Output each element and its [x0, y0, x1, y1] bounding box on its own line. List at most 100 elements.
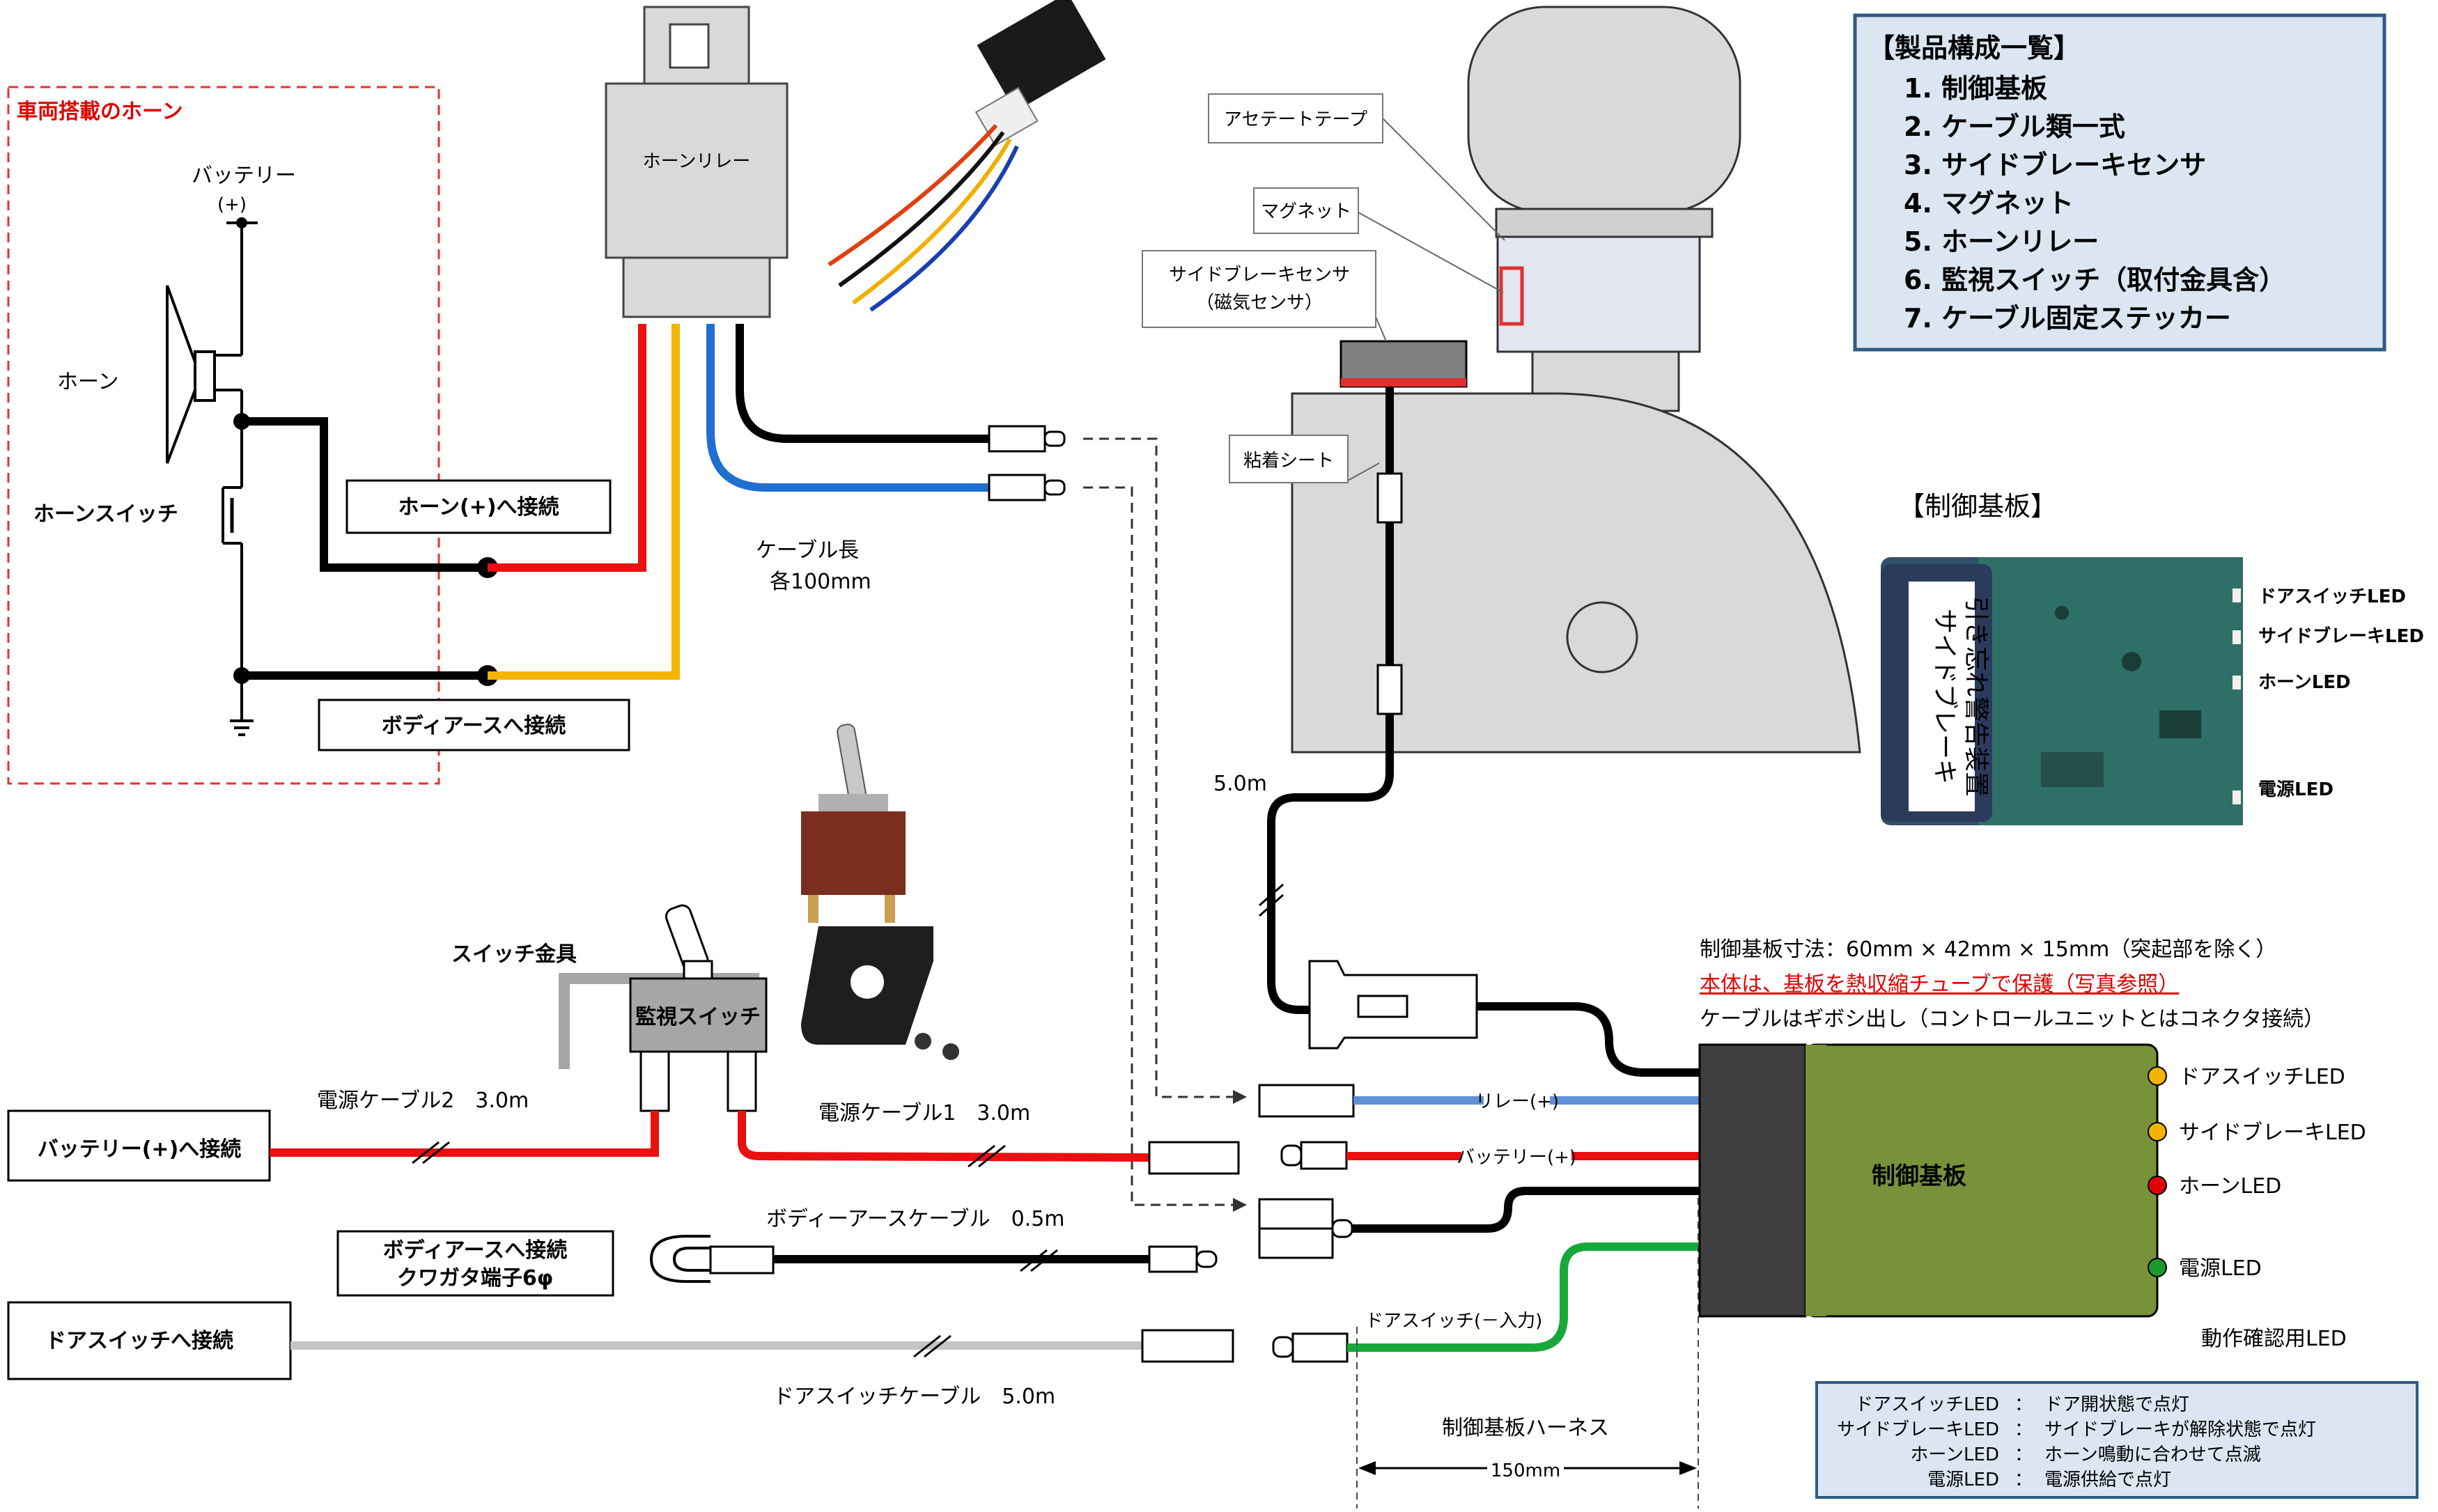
- horn-switch-label: ホーンスイッチ: [33, 502, 178, 527]
- board-led-label: ホーンLED: [2179, 1174, 2281, 1199]
- cable-break-mark: [1259, 883, 1284, 917]
- acetate-tape-label: アセテートテープ: [1224, 109, 1367, 130]
- board-led-label: サイドブレーキLED: [2179, 1121, 2366, 1145]
- board-edge-fill: [1806, 1045, 1826, 1316]
- legend-separator: ：: [2014, 1444, 2033, 1465]
- product-list-item: 6. 監視スイッチ（取付金具含）: [1904, 265, 2285, 295]
- horn-relay: [605, 6, 789, 318]
- tube-text-line1: サイドブレーキ: [1930, 609, 1959, 784]
- switch-bracket-label: スイッチ金具: [451, 942, 577, 967]
- horn-section-title: 車両搭載のホーン: [17, 100, 183, 124]
- monitor-switch: [629, 904, 768, 1112]
- legend-led-name: 電源LED: [1927, 1470, 1999, 1490]
- sensor-connector: [1308, 960, 1478, 1050]
- board-photo: [1881, 557, 2243, 825]
- body-earth-connect-text: ボディアースへ接続: [382, 714, 566, 738]
- product-list-item: 2. ケーブル類一式: [1904, 111, 2125, 142]
- horn-switch-icon: [222, 486, 242, 545]
- door-connect-box: [7, 1301, 292, 1380]
- side-brake-lever: [1291, 6, 1861, 754]
- photo-led-label: 電源LED: [2258, 779, 2334, 800]
- earth-connect-text-1: ボディアースへ接続: [383, 1238, 568, 1263]
- legend-separator: ：: [2014, 1394, 2033, 1415]
- legend-led-desc: 電源供給で点灯: [2044, 1470, 2171, 1490]
- cable-sticker: [1376, 664, 1403, 715]
- battery-connect-text: バッテリー(+)へ接続: [38, 1137, 242, 1162]
- relay-blue-connector: [988, 474, 1066, 501]
- horn-plus-black-wire: [242, 417, 488, 572]
- sensor-label-line1: サイドブレーキセンサ: [1169, 265, 1350, 286]
- battery-plus-label-bg: [1461, 1142, 1571, 1170]
- photo-led-label: ホーンLED: [2258, 672, 2351, 693]
- product-list-item: 5. ホーンリレー: [1904, 226, 2099, 257]
- cable-break-mark: [1020, 1249, 1058, 1272]
- product-list-item: 1. 制御基板: [1904, 73, 2047, 104]
- harness-length: 150mm: [1491, 1460, 1560, 1481]
- power-cable-1-wire: [738, 1111, 1150, 1162]
- product-list-box: [1853, 13, 2386, 352]
- led-caption: 動作確認用LED: [2201, 1327, 2347, 1351]
- sensor-cable: [1267, 387, 1394, 1014]
- door-cable-connector: [1141, 1329, 1234, 1363]
- board-led-icon: [2148, 1258, 2167, 1277]
- power-cable-2-label: 電源ケーブル2 3.0m: [317, 1089, 529, 1113]
- acetate-tape-box: [1208, 93, 1383, 143]
- toggle-switch-photo: [801, 724, 906, 923]
- board-led-icon: [2148, 1176, 2167, 1195]
- earth-connect-box: [336, 1230, 614, 1297]
- horn-label: ホーン: [57, 370, 119, 394]
- legend-led-name: サイドブレーキLED: [1837, 1419, 1999, 1440]
- sensor-label-line2: （磁気センサ）: [1196, 293, 1323, 313]
- photo-led-label: サイドブレーキLED: [2258, 625, 2424, 647]
- switch-bracket-photo: [801, 926, 959, 1060]
- board-led-label: ドアスイッチLED: [2179, 1065, 2345, 1089]
- harness-label: 制御基板ハーネス: [1442, 1416, 1609, 1440]
- monitor-switch-label: 監視スイッチ: [635, 1005, 761, 1029]
- cable-length-value: 各100mm: [770, 570, 871, 594]
- board-led-icon: [2148, 1122, 2167, 1141]
- horn-icon: [166, 285, 216, 464]
- adhesive-sheet-strip: [1341, 378, 1466, 387]
- tube-text-line2: 引き忘れ警告装置: [1962, 596, 1990, 797]
- battery-plus-label: (+): [217, 194, 247, 215]
- legend-led-desc: サイドブレーキが解除状態で点灯: [2044, 1419, 2316, 1440]
- sensor-cable-length: 5.0m: [1213, 772, 1267, 796]
- cable-break-mark: [412, 1141, 450, 1164]
- cable-length-label: ケーブル長: [756, 538, 859, 563]
- cable-sticker: [1376, 472, 1403, 524]
- relay-plus-label: リレー(+): [1475, 1091, 1559, 1112]
- earth-cable-connector: [1148, 1245, 1218, 1273]
- cable-break-mark: [913, 1334, 952, 1358]
- callout-lines: [1347, 118, 1505, 481]
- magnet-box: [1253, 187, 1359, 234]
- relay-black-wire: [736, 324, 989, 443]
- photo-led-label: ドアスイッチLED: [2258, 586, 2406, 607]
- horn-plus-connect-box: [345, 479, 612, 534]
- legend-separator: ：: [2014, 1470, 2033, 1490]
- led-legend-box: [1815, 1381, 2418, 1499]
- battery-connect-box: [7, 1109, 271, 1182]
- adhesive-sheet-label: 粘着シート: [1243, 451, 1334, 471]
- board-photo-title: 【制御基板】: [1898, 491, 2057, 522]
- power-cable-1-connector: [1148, 1141, 1240, 1175]
- power-cable-2-wire: [270, 1111, 659, 1157]
- horn-section-frame: [7, 86, 440, 785]
- magnet-label: マグネット: [1261, 201, 1351, 222]
- legend-led-desc: ホーン鳴動に合わせて点滅: [2044, 1444, 2261, 1465]
- horn-plus-connect-text: ホーン(+)へ接続: [398, 495, 559, 520]
- door-switch-input-label: ドアスイッチ(－入力): [1365, 1311, 1542, 1332]
- legend-led-desc: ドア開状態で点灯: [2044, 1394, 2189, 1415]
- cable-break-mark: [968, 1144, 1006, 1168]
- relay-plus-label-bg: [1484, 1086, 1550, 1114]
- board-led-icon: [2148, 1066, 2167, 1086]
- board-label: 制御基板: [1872, 1162, 1966, 1190]
- relay-black-connector: [988, 425, 1066, 453]
- door-cable-label: ドアスイッチケーブル 5.0m: [773, 1385, 1055, 1409]
- sensor-to-board-wire: [1477, 1002, 1703, 1077]
- horn-circuit: [215, 223, 254, 736]
- led-legend: ドアスイッチLED：ドア開状態で点灯サイドブレーキLED：サイドブレーキが解除状…: [1837, 1394, 2316, 1490]
- legend-separator: ：: [2014, 1419, 2033, 1440]
- door-connect-text: ドアスイッチへ接続: [45, 1329, 233, 1353]
- relay-label: ホーンリレー: [643, 151, 751, 172]
